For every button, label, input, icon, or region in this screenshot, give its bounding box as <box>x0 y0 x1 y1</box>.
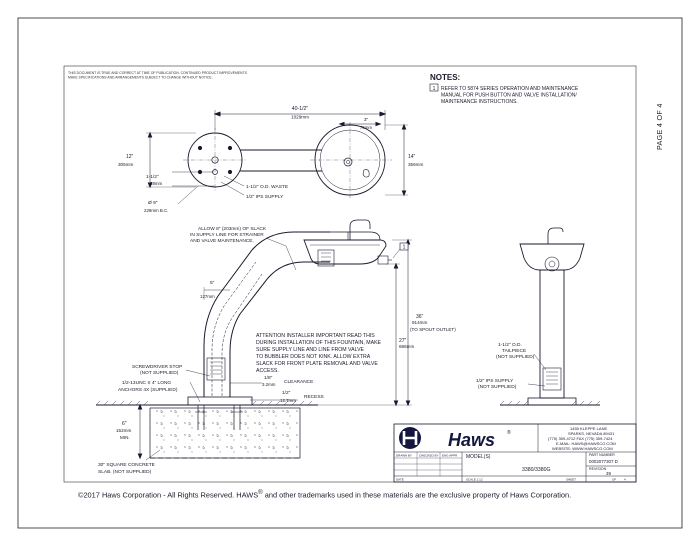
disclaimer-line-1: THIS DOCUMENT IS TRUE AND CORRECT AT TIM… <box>68 71 248 75</box>
depth-dim-mm: 152mm <box>116 428 131 433</box>
attention-line-3: SURE SUPPLY LINE AND LINE FROM VALVE <box>256 347 365 353</box>
note-line-1: REFER TO 5874 SERIES OPERATION AND MAINT… <box>441 86 579 92</box>
attention-line-1: ATTENTION INSTALLER IMPORTANT READ THIS <box>256 333 375 339</box>
revision-label: REVISION <box>589 467 607 471</box>
slack-note-3: AND VALVE MAINTENANCE. <box>190 238 254 244</box>
attention-note: ATTENTION INSTALLER IMPORTANT READ THIS … <box>256 333 382 374</box>
depth-min: MIN. <box>120 435 130 440</box>
title-block: Haws ® <box>393 423 637 483</box>
copyright-reg-mark: ® <box>258 489 263 496</box>
front-view <box>499 227 601 406</box>
revision-value: 39 <box>606 471 611 476</box>
overall-width-mm: 1029mm <box>291 115 309 120</box>
part-number-label: PART NUMBER <box>589 453 615 457</box>
supply-label: 1/2" IPS SUPPLY <box>246 194 284 200</box>
grid-drawn-by: DRAWN BY <box>396 454 412 458</box>
address-line-5: WEBSITE: WWW.HAWSCO.COM <box>552 446 613 451</box>
address-line-3: (775) 359-4712 FAX (775) 359-7424 <box>548 436 613 441</box>
front-supply-2: (NOT SUPPLIED) <box>478 384 517 390</box>
spout-height-note: (TO SPOUT OUTLET) <box>410 327 456 332</box>
sheet-border <box>17 17 683 529</box>
model-numbers: 3380/3380G <box>522 467 551 473</box>
slab-label-2: SLAB. (NOT SUPPLIED) <box>98 469 152 475</box>
note-number: 1 <box>433 86 436 92</box>
tailpiece-2: TAILPIECE <box>502 348 526 354</box>
anchors-1: 1/2-13UNC X 4" LONG <box>122 380 171 386</box>
side-view <box>95 219 412 461</box>
offset-dim: 5" <box>210 280 215 286</box>
copyright-footer: ©2017 Haws Corporation - All Rights Rese… <box>78 489 638 499</box>
attention-line-5: SLACK FOR FRONT PLATE REMOVAL AND VALVE <box>256 361 378 367</box>
small-dim: 1-1/2" <box>146 174 159 180</box>
bowl-height-mm: 686mm <box>399 344 414 349</box>
bowl-height-dim: 27" <box>399 338 407 344</box>
recess-dim: 1/2" <box>282 390 291 396</box>
haws-registered-mark: ® <box>507 429 511 436</box>
spout-height-dim: 36" <box>416 314 424 320</box>
recess-label: RECESS <box>304 394 324 400</box>
bowl-offset-dim: 3" <box>364 117 369 123</box>
grid-checked-by: CHECKED BY <box>419 454 439 458</box>
slab-label-1: 30" SQUARE CONCRETE <box>98 462 155 468</box>
recess-dim-mm: 12.7mm <box>280 398 296 403</box>
note-number-box <box>429 83 439 92</box>
attention-line-2: DURING INSTALLATION OF THIS FOUNTAIN, MA… <box>256 340 382 346</box>
left-height-dim: 12" <box>126 154 134 160</box>
slack-note-1: ALLOW 8" (203mm) OF SLACK <box>198 226 267 232</box>
left-height-mm: 305mm <box>118 162 133 167</box>
callout-box <box>399 242 409 251</box>
depth-dim: 6" <box>122 421 127 427</box>
note-line-2: MANUAL FOR PUSH BUTTON AND VALVE INSTALL… <box>441 93 577 99</box>
copyright-text: ©2017 Haws Corporation - All Rights Rese… <box>78 490 259 500</box>
bowl-offset-mm: 76mm <box>360 125 373 130</box>
bc-dim-mm: 229mm B.C. <box>144 208 168 213</box>
attention-line-4: TO BUBBLER DOES NOT KINK. ALLOW EXTRA <box>256 354 371 360</box>
anchors-2: ANCHORS 4X (SUPPLIED) <box>118 387 178 393</box>
models-label: MODEL(S) <box>466 454 491 460</box>
tailpiece-3: (NOT SUPPLIED) <box>496 354 535 360</box>
grid-eng-appr: ENG APPR <box>442 454 458 458</box>
callout-number: 1 <box>403 245 406 251</box>
grid-sheet: SHEET <box>566 478 576 482</box>
waste-label: 1-1/2" O.D. WASTE <box>246 184 288 190</box>
grid-sheet-count: 4 <box>624 478 626 482</box>
clearance-dim-mm: 3.2mm <box>262 382 276 387</box>
clearance-dim: 1/8" <box>264 375 273 381</box>
address-line-1: 1455 KLEPPE LANE <box>570 426 607 431</box>
part-number: 0002077307 D <box>589 459 618 464</box>
overall-width-dim: 40-1/2" <box>292 106 309 112</box>
haws-wordmark: Haws <box>448 430 495 450</box>
grid-date: DATE <box>396 478 404 482</box>
note-line-3: MAINTENANCE INSTRUCTIONS. <box>441 99 518 105</box>
right-height-mm: 356mm <box>408 162 423 167</box>
spout-height-mm: 914mm <box>412 320 427 325</box>
page-label: PAGE 4 OF 4 <box>655 103 664 150</box>
clearance-label: CLEARANCE <box>284 379 313 385</box>
disclaimer-line-2: MAKE SPECIFICATIONS AND ARRANGEMENTS SUB… <box>68 76 213 80</box>
grid-scale: SCALE 1:12 <box>466 478 483 482</box>
screwdriver-stop-2: (NOT SUPPLIED) <box>140 370 179 376</box>
top-view <box>146 110 408 205</box>
drawing-frame <box>63 65 637 483</box>
right-height-dim: 14" <box>408 154 416 160</box>
address-line-4: E-MAIL: HAWS@HAWSCO.COM <box>556 441 616 446</box>
small-dim-mm: 38mm <box>150 181 163 186</box>
grid-of: OF <box>612 478 616 482</box>
bc-dim: Ø 9" <box>148 200 158 206</box>
offset-dim-mm: 127mm <box>200 294 215 299</box>
front-supply-1: 1/2" IPS SUPPLY <box>476 378 514 384</box>
address-line-2: SPARKS, NEVADA 89431 <box>568 431 615 436</box>
tailpiece-1: 1-1/2" O.D. <box>498 342 522 348</box>
copyright-text-tail: and other trademarks used in these mater… <box>262 490 572 500</box>
screwdriver-stop-1: SCREWDRIVER STOP <box>132 364 182 370</box>
slack-note-2: IN SUPPLY LINE FOR STRAINER <box>190 232 264 238</box>
notes-title: NOTES: <box>430 73 460 82</box>
attention-line-6: ACCESS. <box>256 368 279 374</box>
